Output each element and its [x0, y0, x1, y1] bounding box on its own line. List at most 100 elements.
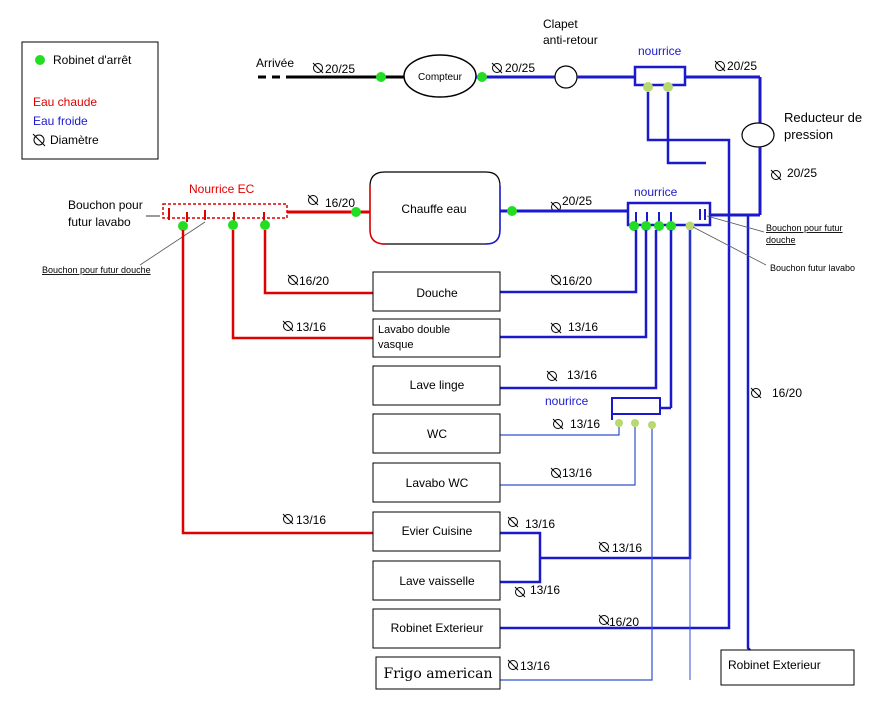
diameter-icon [32, 133, 46, 147]
stop-valve-icon [507, 206, 517, 216]
fixture-washer-label: Lave linge [410, 378, 465, 392]
fixture-fridge [375, 656, 501, 690]
fixture-shower [372, 271, 501, 312]
cold-d-shower: 16/20 [562, 274, 592, 288]
diameter-icon [507, 516, 519, 528]
fixture-ext-tap2 [720, 649, 855, 686]
diameter-icon [750, 387, 762, 399]
cold-manifold-label: nourrice [634, 185, 678, 199]
diameter-icon [550, 274, 562, 286]
supply-diameter-3: 20/25 [727, 59, 757, 73]
cold-plug-shower-2: douche [766, 235, 796, 245]
cold-plug-shower-1: Bouchon pour futur [766, 223, 843, 233]
stop-valve-icon [641, 221, 651, 231]
cold-d-washer: 13/16 [567, 368, 597, 382]
check-valve-label-1: Clapet [543, 17, 578, 31]
fixture-washer [372, 365, 501, 406]
stop-valve-icon [629, 221, 639, 231]
stop-valve-icon [631, 419, 639, 427]
check-valve [554, 65, 578, 89]
hot-d-sink: 13/16 [296, 513, 326, 527]
cold-d-ext-tap: 16/20 [609, 615, 639, 629]
hot-network: Nourrice EC Bouchon pour futur lavabo Bo… [42, 182, 373, 535]
fixture-ext-tap2-label: Robinet Exterieur [728, 658, 821, 672]
reducer-label-2: pression [784, 127, 833, 142]
diameter-icon [312, 62, 324, 74]
diameter-icon [282, 513, 294, 525]
hot-d-heater: 16/20 [325, 196, 355, 210]
legend-valve-icon [35, 55, 45, 65]
cold-d-wc: 13/16 [570, 417, 600, 431]
cold-d-sink-branch: 13/16 [612, 541, 642, 555]
cold-d-sink: 13/16 [525, 517, 555, 531]
cold-d-heater: 20/25 [562, 194, 592, 208]
hot-manifold-label: Nourrice EC [189, 182, 255, 196]
legend-stop-valve: Robinet d'arrêt [53, 53, 132, 67]
legend-cold-water: Eau froide [33, 114, 88, 128]
cold-d-dishwasher: 13/16 [530, 583, 560, 597]
top-manifold [633, 65, 687, 87]
fixture-wc-basin [372, 462, 501, 503]
fixture-sink-label: Evier Cuisine [402, 524, 473, 538]
pressure-reducer [741, 122, 775, 148]
legend: Robinet d'arrêt Eau chaude Eau froide Di… [21, 41, 159, 160]
fixture-ext-tap-label: Robinet Exterieur [391, 621, 484, 635]
diameter-icon [550, 467, 562, 479]
hot-plug-shower: Bouchon pour futur douche [42, 265, 151, 275]
cold-d-ext-tap2: 16/20 [772, 386, 802, 400]
hot-manifold [162, 203, 288, 219]
diameter-icon [282, 320, 294, 332]
fixture-basin-label-2: vasque [378, 339, 413, 351]
water-heater: Chauffe eau [369, 171, 628, 245]
stop-valve-icon [477, 72, 487, 82]
cold-network: nourrice Bouchon pour futur douche Bouch… [500, 92, 855, 681]
diameter-icon [770, 169, 782, 181]
diameter-icon [546, 370, 558, 382]
stop-valve-icon [178, 221, 188, 231]
fixture-dishwasher [372, 560, 501, 601]
diameter-icon [550, 322, 562, 334]
fixture-sink [372, 511, 501, 552]
fixtures: Douche Lavabo double vasque Lave linge W… [372, 271, 855, 690]
diameter-icon [598, 541, 610, 553]
fixture-basin [372, 318, 501, 358]
stop-valve-icon [643, 82, 653, 92]
fixture-fridge-label: Frigo american [383, 666, 492, 682]
arrival-label: Arrivée [256, 56, 294, 70]
cold-d-basin: 13/16 [568, 320, 598, 334]
stop-valve-icon [376, 72, 386, 82]
diameter-icon [514, 586, 526, 598]
stop-valve-icon [685, 221, 695, 231]
top-manifold-label: nourrice [638, 44, 682, 58]
fixture-wc-label: WC [427, 427, 447, 441]
fixture-basin-label-1: Lavabo double [378, 324, 450, 336]
hot-plug-label-2: futur lavabo [68, 215, 131, 229]
reducer-label-1: Reducteur de [784, 110, 862, 125]
stop-valve-icon [663, 82, 673, 92]
diameter-icon [491, 62, 503, 74]
small-manifold-label: nourirce [545, 394, 589, 408]
diameter-icon [287, 274, 299, 286]
stop-valve-icon [351, 207, 361, 217]
stop-valve-icon [648, 421, 656, 429]
stop-valve-icon [260, 220, 270, 230]
stop-valve-icon [666, 221, 676, 231]
fixture-ext-tap [372, 608, 501, 649]
supply-diameter-2: 20/25 [505, 61, 535, 75]
main-supply: Arrivée 20/25 Compteur 20/25 Clapet anti… [256, 17, 862, 217]
legend-hot-water: Eau chaude [33, 95, 97, 109]
stop-valve-icon [228, 220, 238, 230]
hot-plug-label-1: Bouchon pour [68, 198, 143, 212]
fixture-wc-basin-label: Lavabo WC [406, 476, 469, 490]
fixture-wc [372, 413, 501, 454]
check-valve-label-2: anti-retour [543, 33, 598, 47]
diameter-icon [507, 659, 519, 671]
heater-label: Chauffe eau [401, 202, 466, 216]
cold-plug-basin: Bouchon futur lavabo [770, 263, 855, 273]
hot-d-basin: 13/16 [296, 320, 326, 334]
diameter-icon [552, 418, 564, 430]
legend-diameter: Diamètre [50, 133, 99, 147]
fixture-shower-label: Douche [416, 286, 458, 300]
stop-valve-icon [654, 221, 664, 231]
